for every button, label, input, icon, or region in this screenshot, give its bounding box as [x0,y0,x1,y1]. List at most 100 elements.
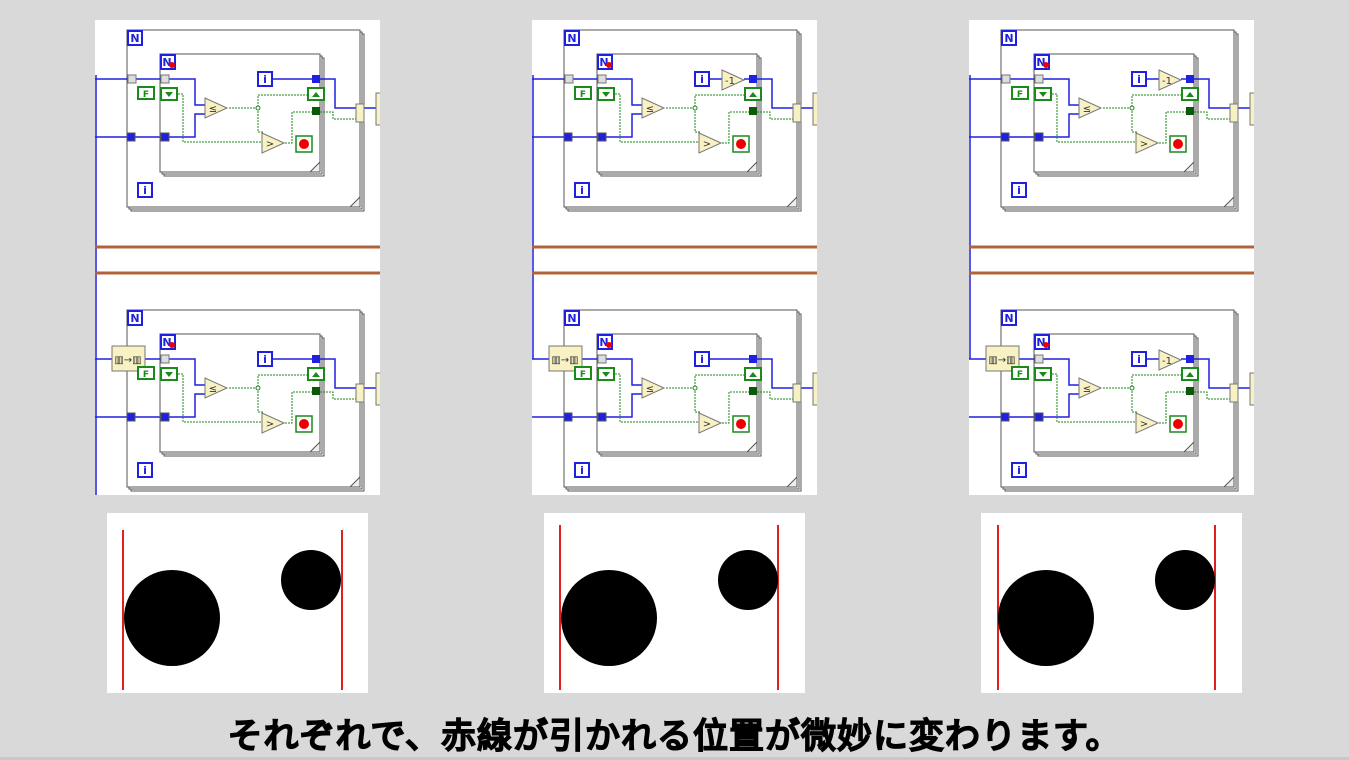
result-svg [559,525,779,690]
wire-junction [692,105,698,111]
svg-text:>: > [1140,419,1148,430]
large-circle [998,570,1094,666]
indexing-tunnel [1034,74,1044,84]
outer-count-terminal: N [127,310,143,326]
wire-junction [255,105,261,111]
svg-text:N: N [1036,336,1045,349]
slide-caption: それぞれで、赤線が引かれる位置が微妙に変わります。 [227,717,1122,758]
svg-text:≤: ≤ [1083,384,1091,395]
indexing-tunnel [564,74,574,84]
svg-text:≤: ≤ [646,384,654,395]
result-image-3 [981,513,1242,693]
svg-text:i: i [1137,353,1141,366]
false-constant: F [574,366,592,380]
svg-text:≤: ≤ [646,104,654,115]
svg-text:i: i [700,73,704,86]
conditional-output-tunnel [355,383,365,403]
block-diagram-panel-1: N N F ≤ i > i N N ▥→▥ F ≤ i > i [95,20,380,495]
outer-count-terminal: N [127,30,143,46]
svg-text:-1: -1 [1162,356,1172,367]
false-constant: F [574,86,592,100]
svg-text:N: N [599,336,608,349]
indexing-tunnel [1001,74,1011,84]
svg-text:≤: ≤ [209,384,217,395]
tunnel [1034,132,1044,142]
greater-than-node: > [698,132,723,154]
svg-text:F: F [143,90,149,100]
svg-text:i: i [580,464,584,477]
svg-text:N: N [1004,32,1013,45]
output-tunnel [749,107,757,115]
conditional-output-tunnel [355,103,365,123]
shift-register-left [160,87,178,101]
svg-text:>: > [703,139,711,150]
greater-than-node: > [698,412,723,434]
svg-text:≤: ≤ [209,104,217,115]
inner-for-loop [159,333,325,457]
outer-iteration-terminal: i [137,182,153,198]
small-circle [718,550,778,610]
boolean-wire [606,93,795,144]
inner-iteration-terminal: i [694,71,710,87]
svg-text:i: i [1137,73,1141,86]
svg-text:≤: ≤ [1083,104,1091,115]
svg-text:i: i [263,353,267,366]
svg-text:N: N [130,312,139,325]
output-tunnel [1186,387,1194,395]
outer-iteration-terminal: i [137,462,153,478]
svg-text:N: N [567,32,576,45]
greater-than-node: > [1135,132,1160,154]
wire-junction [255,385,261,391]
blue-wire [1019,358,1254,418]
bottom-diagram: NN▥→▥F≤i>i [532,309,817,492]
svg-text:i: i [143,464,147,477]
blue-wire [1004,78,1254,138]
svg-text:N: N [1036,56,1045,69]
output-tunnel [749,387,757,395]
inner-iteration-terminal: i [257,71,273,87]
subvi-node [1249,372,1254,406]
inner-count-terminal-conditional: N [1034,54,1050,70]
subvi-node [812,92,817,126]
indexing-tunnel [597,354,607,364]
bottom-diagram: NN▥→▥F≤i>i [95,309,380,492]
output-tunnel [749,355,757,363]
conditional-output-tunnel [1229,103,1239,123]
svg-text:-1: -1 [725,76,735,87]
svg-text:N: N [162,56,171,69]
result-svg [122,530,343,690]
svg-text:>: > [266,139,274,150]
boolean-wire [606,373,795,424]
svg-text:i: i [580,184,584,197]
conditional-output-tunnel [792,383,802,403]
top-diagram: N N F ≤ i > i [95,29,380,212]
tunnel [126,132,136,142]
inner-count-terminal-conditional: N [597,54,613,70]
inner-for-loop [596,53,762,177]
svg-text:i: i [263,73,267,86]
false-constant: F [1011,366,1029,380]
output-tunnel [749,75,757,83]
block-diagram-svg: N N F ≤ i > i N N ▥→▥ F ≤ i > i [95,29,380,495]
indexing-tunnel [597,74,607,84]
shift-register-left [1034,367,1052,381]
svg-text:▥→▥: ▥→▥ [988,355,1015,366]
wire-junction [692,385,698,391]
output-tunnel [312,387,320,395]
svg-text:F: F [580,370,586,380]
svg-text:▥→▥: ▥→▥ [114,355,141,366]
svg-text:i: i [700,353,704,366]
svg-text:-1: -1 [1162,76,1172,87]
output-tunnel [1186,107,1194,115]
svg-text:F: F [580,90,586,100]
inner-iteration-terminal: i [694,351,710,367]
svg-text:F: F [1017,90,1023,100]
inner-iteration-terminal: i [257,351,273,367]
tunnel [126,412,136,422]
shift-register-right [744,87,762,101]
stop-condition-icon [732,415,750,433]
svg-text:i: i [1017,464,1021,477]
svg-text:F: F [1017,370,1023,380]
svg-text:>: > [266,419,274,430]
